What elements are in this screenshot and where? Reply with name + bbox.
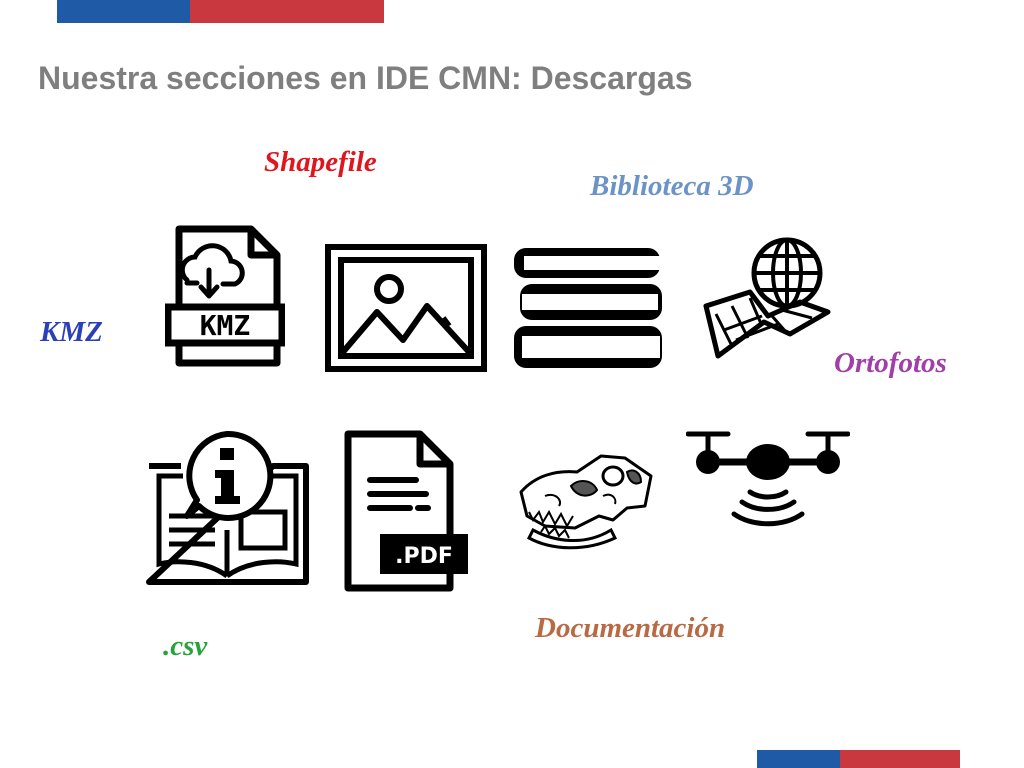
books-icon — [514, 248, 662, 368]
bottom-accent-bar — [757, 750, 960, 768]
drone-icon — [686, 431, 850, 527]
label-shapefile: Shapefile — [264, 146, 377, 178]
image-icon — [325, 244, 487, 372]
pdf-file-caption: .PDF — [395, 544, 453, 569]
top-bar-red-segment — [190, 0, 384, 23]
top-accent-bar — [57, 0, 384, 23]
bottom-bar-red-segment — [840, 750, 960, 768]
globe-map-icon — [703, 237, 831, 359]
label-biblioteca-3d: Biblioteca 3D — [590, 170, 754, 202]
label-csv: .csv — [163, 630, 208, 662]
top-bar-blue-segment — [57, 0, 190, 23]
info-book-icon — [146, 430, 309, 585]
label-kmz: KMZ — [40, 316, 103, 348]
pdf-file-icon: .PDF — [344, 430, 468, 592]
bottom-bar-blue-segment — [757, 750, 840, 768]
kmz-file-caption: KMZ — [200, 309, 251, 342]
slide-title: Nuestra secciones en IDE CMN: Descargas — [38, 60, 693, 96]
label-ortofotos: Ortofotos — [834, 347, 947, 379]
dinosaur-skull-icon — [519, 454, 653, 550]
kmz-file-icon: KMZ — [165, 225, 285, 367]
label-documentacion: Documentación — [535, 612, 726, 644]
